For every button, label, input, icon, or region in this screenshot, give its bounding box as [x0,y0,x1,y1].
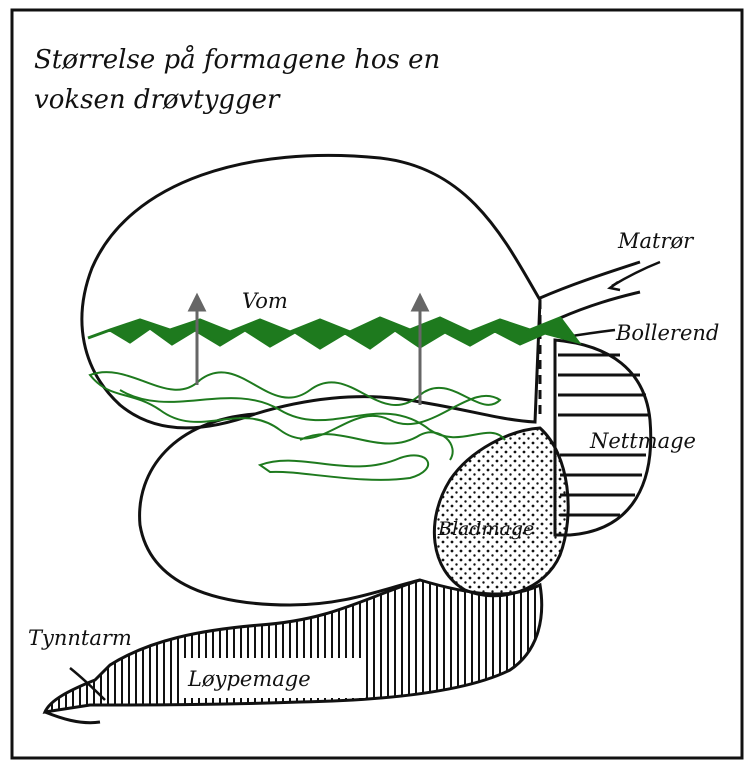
label-loypemage: Løypemage [187,667,311,691]
label-matror: Matrør [617,229,695,253]
rumen [82,155,540,428]
label-vom: Vom [242,289,288,313]
title-line-1: Størrelse på formagene hos en [34,44,440,75]
esophagus [540,262,640,318]
title-line-2: voksen drøvtygger [34,85,281,115]
label-tynntarm: Tynntarm [28,626,132,650]
label-bladmage: Bladmage [437,518,534,540]
label-bollerend: Bollerend [615,321,719,345]
omasum [434,428,568,596]
label-nettmage: Nettmage [589,429,696,453]
small-intestine [45,712,100,723]
